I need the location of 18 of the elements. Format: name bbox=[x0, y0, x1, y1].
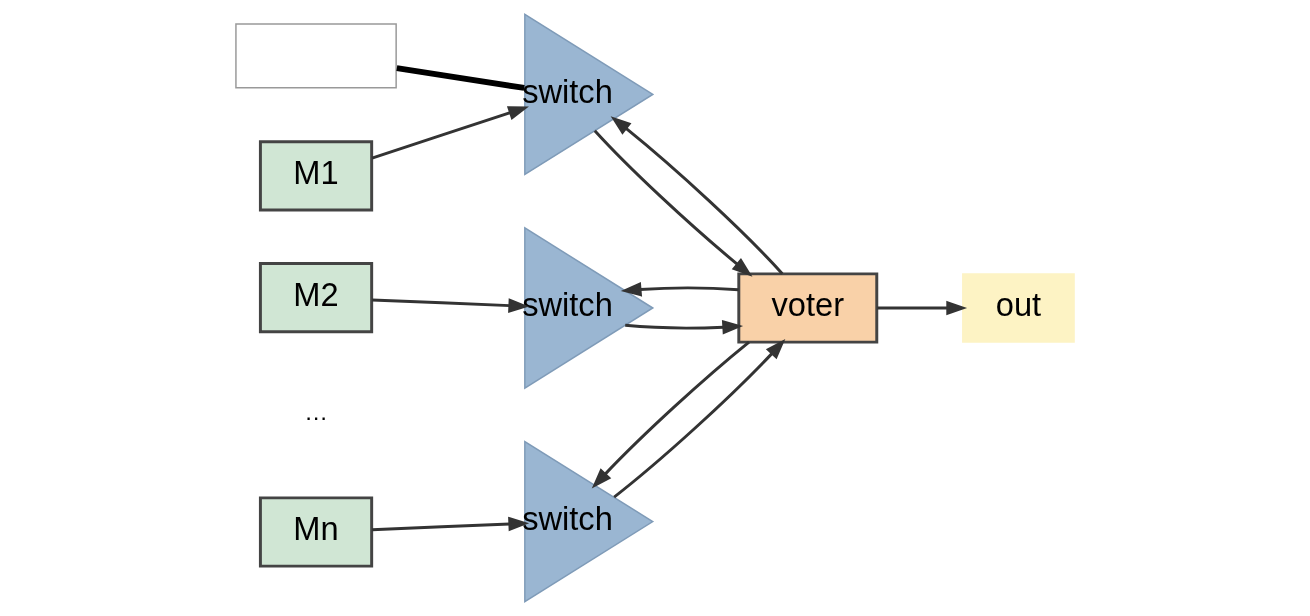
arrow bbox=[625, 320, 744, 335]
arrow bbox=[610, 116, 784, 275]
arrow bbox=[591, 341, 750, 489]
node-box: out bbox=[962, 273, 1075, 343]
arrow bbox=[593, 129, 753, 277]
node-box: M1 bbox=[258, 140, 374, 212]
arrow bbox=[620, 282, 739, 297]
arrow bbox=[613, 339, 786, 499]
arrow bbox=[372, 516, 530, 532]
node-box: Mn bbox=[258, 496, 374, 568]
node-box: M2 bbox=[258, 262, 374, 334]
arrow bbox=[877, 300, 968, 316]
label: … bbox=[304, 399, 328, 426]
arrow bbox=[372, 298, 530, 313]
node-box: voter bbox=[737, 272, 879, 344]
connector bbox=[396, 65, 525, 91]
arrow bbox=[371, 106, 529, 160]
node-box bbox=[235, 23, 397, 89]
